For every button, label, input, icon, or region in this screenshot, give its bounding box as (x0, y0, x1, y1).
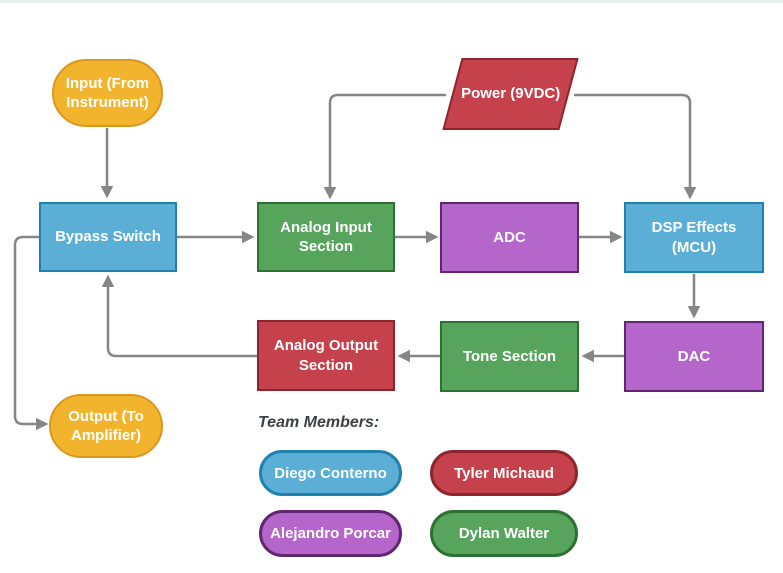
page-top-border (0, 0, 783, 3)
node-input-terminal[interactable]: Input (From Instrument) (52, 59, 163, 127)
node-output-terminal-label: Output (To Amplifier) (68, 407, 144, 445)
node-power-9vdc-label: Power (9VDC) (460, 85, 561, 103)
node-adc-label: ADC (493, 228, 526, 246)
node-dac-label: DAC (677, 347, 711, 365)
node-dac[interactable]: DAC (624, 321, 764, 392)
node-tone-section-label: Tone Section (462, 347, 557, 365)
legend-member-alejandro-porcar[interactable]: Alejandro Porcar (259, 510, 402, 557)
legend-member-dylan-walter[interactable]: Dylan Walter (430, 510, 578, 557)
node-analog-output-section-label: Analog Output Section (273, 337, 379, 374)
legend-member-tyler-michaud[interactable]: Tyler Michaud (430, 450, 578, 496)
node-dsp-effects-mcu[interactable]: DSP Effects (MCU) (624, 202, 764, 273)
node-analog-input-section-label: Analog Input Section (280, 218, 372, 256)
node-input-terminal-label: Input (From Instrument) (65, 74, 150, 112)
node-power-9vdc[interactable]: Power (9VDC) (442, 58, 579, 130)
node-tone-section[interactable]: Tone Section (440, 321, 579, 392)
legend-member-name: Diego Conterno (274, 464, 387, 482)
node-analog-output-section[interactable]: Analog Output Section (257, 320, 395, 391)
arrow-bypass-to-output (13, 235, 49, 431)
team-members-heading: Team Members: (258, 414, 380, 431)
node-analog-input-section[interactable]: Analog Input Section (257, 202, 395, 272)
legend-member-name: Dylan Walter (458, 525, 550, 542)
legend-member-diego-conterno[interactable]: Diego Conterno (259, 450, 402, 496)
arrow-power-to-dsp (574, 93, 697, 200)
legend-member-name: Tyler Michaud (454, 464, 554, 482)
node-bypass-switch[interactable]: Bypass Switch (39, 202, 177, 272)
arrow-analog-output-to-bypass (101, 274, 257, 358)
node-dsp-effects-mcu-label: DSP Effects (MCU) (651, 219, 737, 256)
arrow-power-to-analog-input (323, 93, 446, 200)
node-output-terminal[interactable]: Output (To Amplifier) (49, 394, 163, 458)
node-bypass-switch-label: Bypass Switch (55, 228, 161, 246)
legend-member-name: Alejandro Porcar (270, 525, 391, 542)
node-adc[interactable]: ADC (440, 202, 579, 273)
